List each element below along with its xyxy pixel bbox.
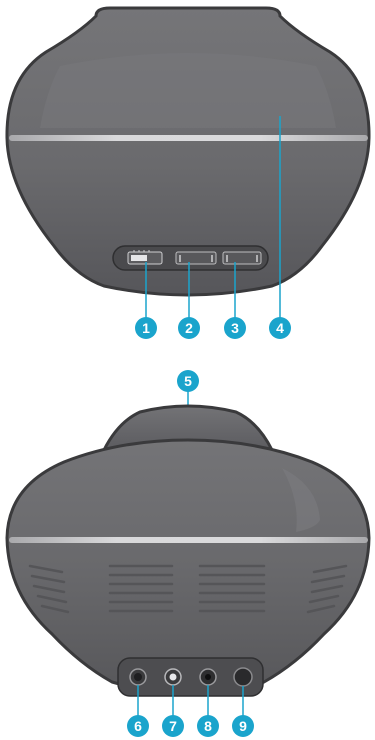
bottom-view-device	[7, 406, 369, 696]
callout-6: 6	[127, 715, 149, 737]
top-callouts: 1 2 3 4	[135, 317, 291, 339]
callout-9: 9	[232, 715, 254, 737]
callout-1-label: 1	[142, 320, 150, 336]
callout-3: 3	[224, 317, 246, 339]
callout-2: 2	[178, 317, 200, 339]
bottom-highlight-band	[9, 537, 368, 543]
port-8	[200, 669, 216, 685]
callout-7-label: 7	[169, 718, 177, 734]
port-6	[130, 669, 146, 685]
callout-5-label: 5	[184, 373, 192, 389]
port-9	[234, 668, 252, 686]
callout-8: 8	[197, 715, 219, 737]
callout-1: 1	[135, 317, 157, 339]
right-button	[223, 252, 261, 264]
callout-8-label: 8	[204, 718, 212, 734]
slide-switch	[128, 250, 162, 264]
callout-4: 4	[269, 317, 291, 339]
callout-5: 5	[177, 370, 199, 410]
bottom-callouts: 6 7 8 9	[127, 715, 254, 737]
callout-3-label: 3	[231, 320, 239, 336]
callout-7: 7	[162, 715, 184, 737]
callout-6-label: 6	[134, 718, 142, 734]
top-device-reflection	[40, 53, 336, 128]
callout-9-label: 9	[239, 718, 247, 734]
bottom-device-body	[7, 440, 369, 693]
middle-button	[176, 252, 216, 264]
top-view-device	[7, 8, 369, 295]
port-7	[165, 669, 181, 685]
callout-4-label: 4	[276, 320, 284, 336]
callout-2-label: 2	[185, 320, 193, 336]
top-highlight-band	[9, 135, 368, 141]
